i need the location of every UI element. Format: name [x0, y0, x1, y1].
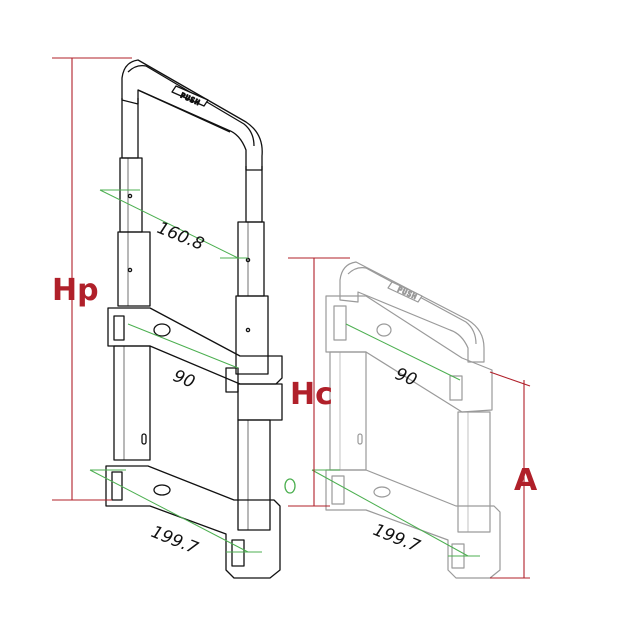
side-knob	[284, 478, 296, 494]
collapsed-trolley-handle: PUSH	[325, 261, 501, 579]
base-bracket	[105, 465, 281, 579]
dim-extended-base: 199.7	[148, 522, 201, 559]
guide-160-diag	[99, 189, 239, 259]
a-label: A	[514, 463, 538, 498]
collapsed-left-tube	[329, 351, 367, 471]
guide-base-diag	[89, 469, 249, 553]
right-lower-tube	[237, 419, 271, 531]
dim-extended-width-top: 160.8	[154, 218, 207, 255]
guide-90-left	[127, 323, 239, 369]
dim-extended-bracket: 90	[170, 366, 198, 393]
top-grip	[121, 59, 263, 171]
dimension-lines	[52, 57, 531, 579]
collapsed-handle-push-label: PUSH	[396, 286, 418, 302]
dim-collapsed-bracket: 90	[392, 364, 420, 391]
a-top-extension	[489, 371, 531, 387]
dim-collapsed-base: 199.7	[370, 520, 423, 557]
measurement-guides	[89, 189, 480, 557]
guide-collapsed-90	[345, 323, 461, 381]
left-lower-tube	[113, 345, 151, 461]
hc-label: Hc	[290, 377, 333, 412]
right-upper-tube	[235, 166, 269, 375]
collapsed-right-tube	[457, 411, 491, 533]
collapsed-top-grip	[339, 261, 485, 363]
left-upper-tube	[117, 98, 151, 307]
guide-collapsed-base-diag	[311, 469, 469, 557]
middle-bracket	[107, 307, 283, 421]
hp-label: Hp	[52, 273, 99, 308]
extended-trolley-handle: PUSH	[105, 59, 296, 579]
collapsed-base-bracket	[325, 469, 501, 579]
